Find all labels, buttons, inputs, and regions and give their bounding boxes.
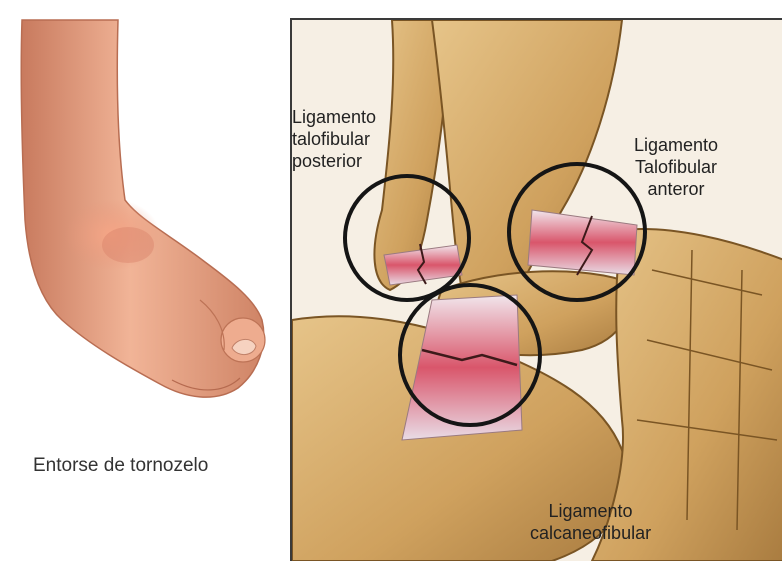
- label-calcaneofibular: Ligamento calcaneofibular: [530, 500, 651, 544]
- label-posterior-talofibular: Ligamento talofibular posterior: [292, 106, 376, 172]
- illustration-caption: Entorse de tornozelo: [33, 455, 208, 477]
- swollen-ankle-illustration: Entorse de tornozelo: [0, 0, 290, 559]
- ligament-anatomy-panel: Ligamento talofibular posterior Ligament…: [290, 18, 782, 561]
- label-anterior-talofibular: Ligamento Talofibular anteror: [634, 134, 718, 200]
- anterior-talofibular-ligament: [528, 210, 637, 275]
- bruise-mark: [102, 227, 154, 263]
- ankle-bones-drawing: [292, 20, 782, 561]
